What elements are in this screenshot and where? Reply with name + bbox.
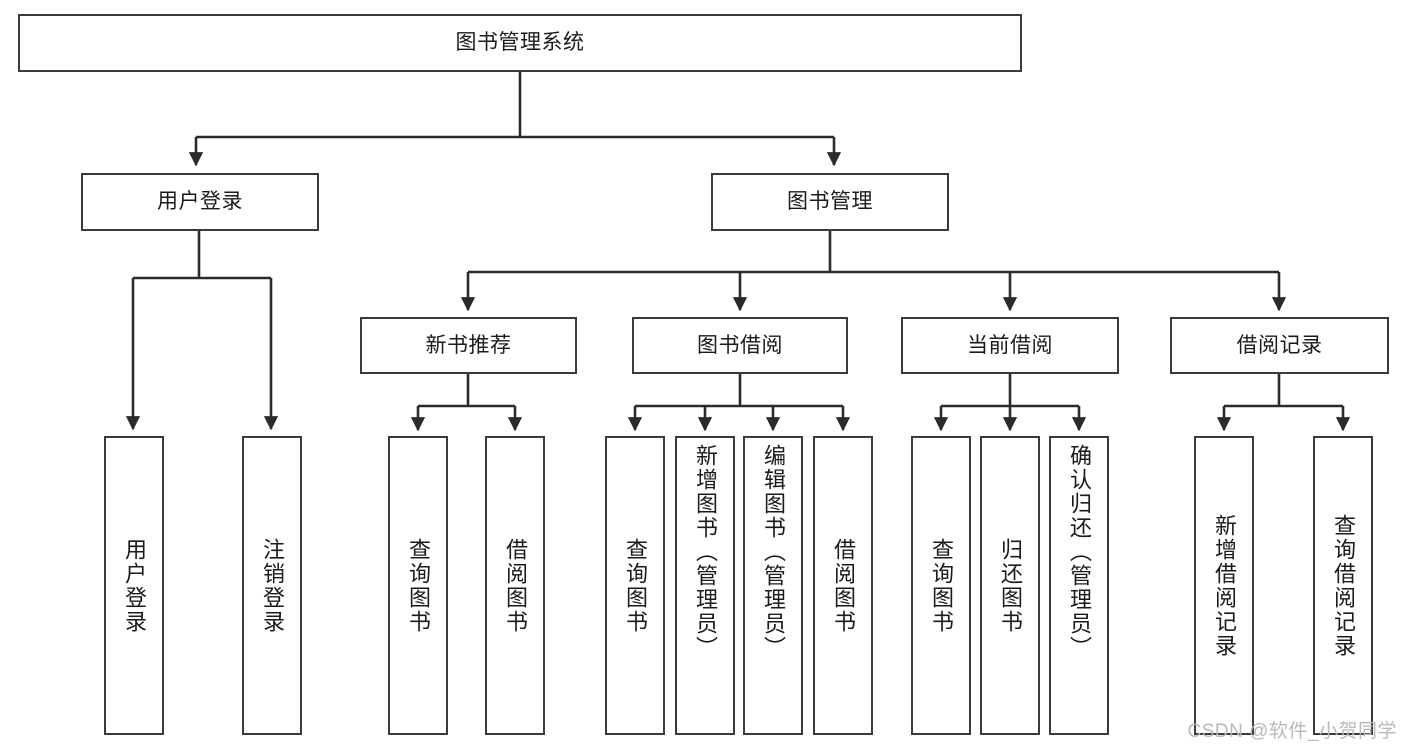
leaf-query-book-borrow[interactable]: 查询图书 bbox=[605, 436, 665, 735]
leaf-borrow-book-borrow[interactable]: 借阅图书 bbox=[813, 436, 873, 735]
leaf-borrow-book-borrow-label: 借阅图书 bbox=[830, 537, 856, 634]
leaf-query-book-current[interactable]: 查询图书 bbox=[911, 436, 971, 735]
node-user-login[interactable]: 用户登录 bbox=[81, 173, 319, 231]
leaf-user-login[interactable]: 用户登录 bbox=[104, 436, 164, 735]
node-new-book-rec-label: 新书推荐 bbox=[425, 333, 512, 357]
leaf-return-book[interactable]: 归还图书 bbox=[980, 436, 1040, 735]
node-borrow-record[interactable]: 借阅记录 bbox=[1170, 317, 1389, 374]
leaf-add-book-label: 新增图书（管理员） bbox=[692, 444, 718, 660]
node-user-login-label: 用户登录 bbox=[157, 190, 243, 214]
node-new-book-rec[interactable]: 新书推荐 bbox=[360, 317, 577, 374]
node-book-manage[interactable]: 图书管理 bbox=[711, 173, 949, 231]
leaf-borrow-book-rec[interactable]: 借阅图书 bbox=[485, 436, 545, 735]
leaf-confirm-return[interactable]: 确认归还（管理员） bbox=[1049, 436, 1109, 735]
leaf-query-book-borrow-label: 查询图书 bbox=[622, 537, 648, 634]
node-book-manage-label: 图书管理 bbox=[787, 190, 873, 214]
leaf-query-book-rec[interactable]: 查询图书 bbox=[388, 436, 448, 735]
node-root[interactable]: 图书管理系统 bbox=[18, 14, 1022, 72]
node-current-borrow-label: 当前借阅 bbox=[967, 333, 1053, 357]
node-book-borrow-label: 图书借阅 bbox=[697, 333, 783, 357]
leaf-query-book-current-label: 查询图书 bbox=[928, 537, 954, 634]
leaf-add-borrow-record[interactable]: 新增借阅记录 bbox=[1194, 436, 1254, 735]
leaf-query-borrow-record-label: 查询借阅记录 bbox=[1330, 513, 1356, 658]
leaf-confirm-return-label: 确认归还（管理员） bbox=[1066, 444, 1092, 660]
leaf-query-borrow-record[interactable]: 查询借阅记录 bbox=[1313, 436, 1373, 735]
leaf-edit-book-label: 编辑图书（管理员） bbox=[760, 444, 786, 660]
leaf-user-login-label: 用户登录 bbox=[121, 537, 147, 634]
leaf-add-book[interactable]: 新增图书（管理员） bbox=[675, 436, 735, 735]
node-book-borrow[interactable]: 图书借阅 bbox=[632, 317, 848, 374]
csdn-watermark: CSDN @软件_小贺同学 bbox=[1187, 721, 1397, 742]
leaf-logout-login-label: 注销登录 bbox=[259, 537, 285, 634]
leaf-logout-login[interactable]: 注销登录 bbox=[242, 436, 302, 735]
leaf-borrow-book-rec-label: 借阅图书 bbox=[502, 537, 528, 634]
leaf-edit-book[interactable]: 编辑图书（管理员） bbox=[743, 436, 803, 735]
leaf-query-book-rec-label: 查询图书 bbox=[405, 537, 431, 634]
leaf-add-borrow-record-label: 新增借阅记录 bbox=[1211, 513, 1237, 658]
node-root-label: 图书管理系统 bbox=[455, 31, 585, 55]
node-current-borrow[interactable]: 当前借阅 bbox=[901, 317, 1119, 374]
leaf-return-book-label: 归还图书 bbox=[997, 537, 1023, 634]
node-borrow-record-label: 借阅记录 bbox=[1236, 333, 1323, 357]
